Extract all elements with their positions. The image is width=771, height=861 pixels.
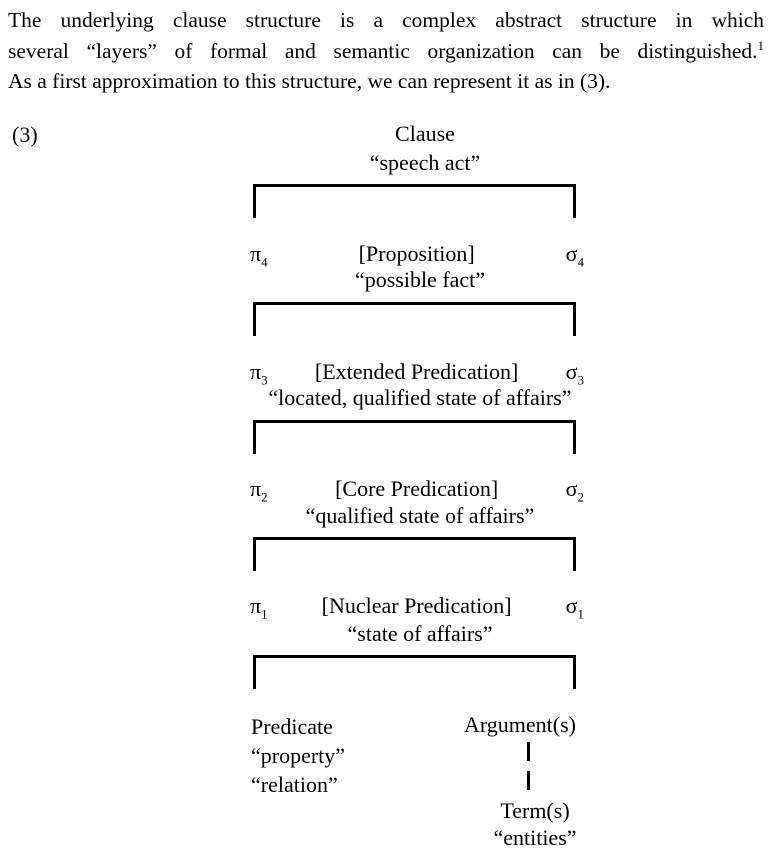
root-gloss: “speech act” — [369, 149, 481, 175]
level-label-4: [Proposition] — [358, 241, 475, 266]
predicate-gloss-property: “property” — [251, 743, 346, 768]
level-row-1: π1 [Nuclear Predication] σ1 — [250, 593, 584, 622]
paragraph-line-2: several “layers” of formal and semantic … — [8, 36, 764, 67]
sigma-operator-1: σ1 — [565, 593, 584, 622]
paragraph-line-2-text: several “layers” of formal and semantic … — [8, 38, 758, 63]
pi-operator-4: π4 — [250, 241, 268, 270]
layer-bracket-1 — [253, 184, 576, 218]
connector-line-2 — [527, 771, 530, 790]
layer-bracket-3 — [253, 420, 576, 454]
sigma-operator-3: σ3 — [565, 359, 584, 388]
level-label-3: [Extended Predication] — [314, 359, 519, 384]
level-label-2: [Core Predication] — [335, 476, 499, 501]
level-gloss-4: “possible fact” — [354, 267, 486, 292]
paragraph-line-1: The underlying clause structure is a com… — [8, 8, 764, 32]
predicate-gloss-relation: “relation” — [251, 772, 338, 797]
predicate-node: Predicate “property” “relation” — [251, 712, 345, 799]
pi-operator-3: π3 — [250, 359, 268, 388]
layer-bracket-4 — [253, 537, 576, 571]
level-label-1: [Nuclear Predication] — [321, 593, 512, 618]
sigma-operator-4: σ4 — [565, 241, 584, 270]
intro-paragraph: The underlying clause structure is a com… — [8, 5, 764, 97]
level-row-3: π3 [Extended Predication] σ3 — [250, 359, 584, 388]
term-label: Term(s) — [500, 798, 570, 823]
pi-operator-2: π2 — [250, 476, 268, 505]
sigma-operator-2: σ2 — [565, 476, 584, 505]
pi-operator-1: π1 — [250, 593, 268, 622]
argument-label: Argument(s) — [463, 712, 577, 737]
level-row-2: π2 [Core Predication] σ2 — [250, 476, 584, 505]
root-node: Clause “speech act” — [258, 120, 592, 177]
term-node: Term(s) “entities” — [435, 797, 635, 851]
term-gloss: “entities” — [493, 825, 577, 850]
root-label: Clause — [395, 121, 455, 146]
footnote-marker: 1 — [757, 37, 765, 53]
paragraph-line-3: As a first approximation to this structu… — [8, 69, 611, 93]
example-number: (3) — [12, 122, 38, 147]
layer-bracket-2 — [253, 302, 576, 336]
level-gloss-1: “state of affairs” — [347, 621, 493, 646]
level-row-4: π4 [Proposition] σ4 — [250, 241, 584, 270]
layer-bracket-5 — [253, 655, 576, 689]
predicate-label: Predicate — [251, 714, 333, 739]
level-gloss-2: “qualified state of affairs” — [305, 503, 535, 528]
connector-line-1 — [527, 742, 530, 761]
level-gloss-3: “located, qualified state of affairs” — [268, 385, 572, 410]
argument-node: Argument(s) — [420, 712, 620, 738]
